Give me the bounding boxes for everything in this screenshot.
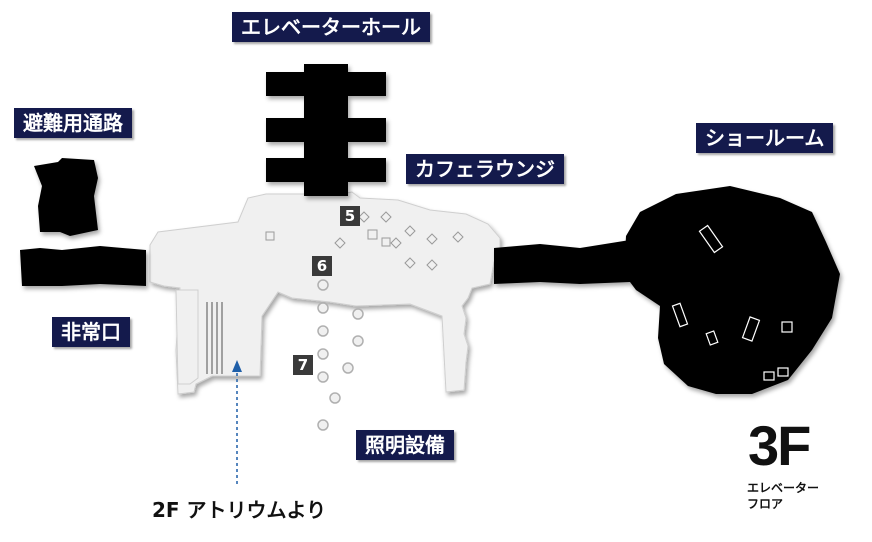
elevator-1 xyxy=(266,72,306,96)
light-fixture xyxy=(317,325,329,337)
display-c xyxy=(741,316,761,342)
display-e xyxy=(705,330,719,346)
light-fixture xyxy=(329,392,341,404)
light-fixture xyxy=(342,362,354,374)
table xyxy=(334,237,346,249)
table xyxy=(265,231,275,241)
label-lighting: 照明設備 xyxy=(356,430,454,460)
table xyxy=(358,211,370,223)
table xyxy=(381,237,391,247)
display-a xyxy=(698,224,724,254)
marker-5: 5 xyxy=(340,206,360,226)
light-fixture xyxy=(317,302,329,314)
elevator-hall-room xyxy=(304,64,348,196)
display-d xyxy=(781,321,793,333)
atrium-stairs xyxy=(206,302,223,374)
emergency-passage-room xyxy=(34,158,98,236)
elevator-2 xyxy=(266,118,306,142)
light-fixture xyxy=(317,348,329,360)
floor-caption-line1: エレベーター xyxy=(747,481,820,495)
marker-7: 7 xyxy=(293,355,313,375)
label-cafe-lounge: カフェラウンジ xyxy=(406,154,564,184)
elevator-6 xyxy=(346,158,386,182)
table xyxy=(426,259,438,271)
floor-number: 3F xyxy=(748,414,811,477)
display-f xyxy=(763,371,775,381)
table xyxy=(426,233,438,245)
display-b xyxy=(671,302,689,328)
light-fixture xyxy=(352,308,364,320)
showroom-room xyxy=(624,186,840,394)
floor-caption-line2: フロア xyxy=(747,497,784,511)
light-fixture xyxy=(317,371,329,383)
light-fixture xyxy=(352,335,364,347)
main-floor xyxy=(149,191,501,395)
display-g xyxy=(777,367,789,377)
light-fixture xyxy=(317,419,329,431)
elevator-4 xyxy=(346,72,386,96)
label-emergency-exit: 非常口 xyxy=(52,317,130,347)
showroom-corridor xyxy=(494,240,630,284)
label-showroom: ショールーム xyxy=(696,123,834,153)
floor-caption: エレベーター フロア xyxy=(747,480,819,512)
elevator-3 xyxy=(266,158,306,182)
table xyxy=(404,225,416,237)
marker-6: 6 xyxy=(312,256,332,276)
table xyxy=(367,229,378,240)
elevator-5 xyxy=(346,118,386,142)
table xyxy=(404,257,416,269)
label-elevator-hall: エレベーターホール xyxy=(232,12,430,42)
light-fixture xyxy=(317,279,329,291)
main-floor-wing xyxy=(175,289,199,385)
atrium-note: 2F アトリウムより xyxy=(152,498,327,522)
label-emergency-passage: 避難用通路 xyxy=(14,108,132,138)
emergency-exit-room xyxy=(20,246,146,286)
table xyxy=(390,237,402,249)
atrium-arrow xyxy=(232,360,242,484)
table xyxy=(452,231,464,243)
table xyxy=(380,211,392,223)
